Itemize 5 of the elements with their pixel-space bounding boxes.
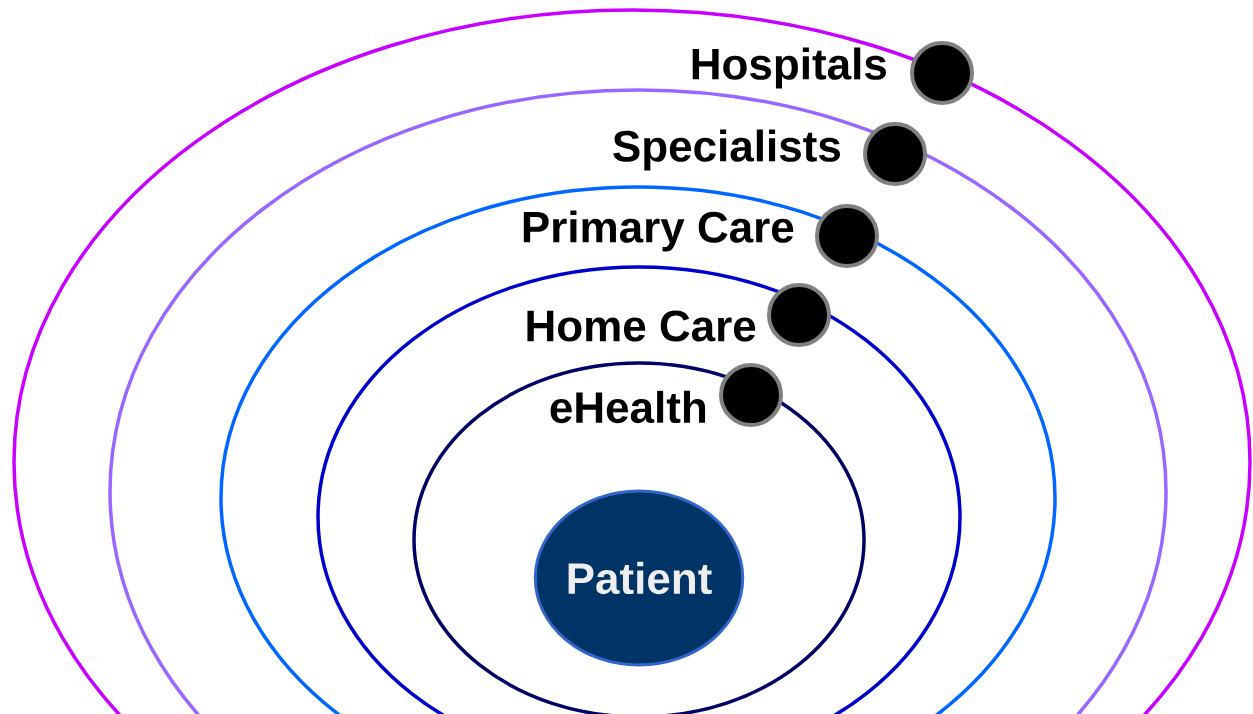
- ring-label: Hospitals: [692, 47, 886, 89]
- ring-label: Specialists: [613, 129, 840, 171]
- ring-label: Primary Care: [523, 210, 794, 252]
- ring-label: Home Care: [527, 310, 756, 342]
- ring-label: eHealth: [550, 390, 706, 424]
